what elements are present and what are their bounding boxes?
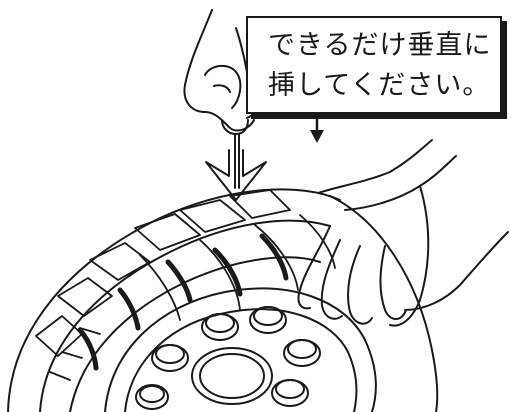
callout-arrow-icon [310, 110, 324, 143]
tire-tread [35, 189, 336, 381]
hand-icon [297, 139, 509, 327]
callout-text-line1: できるだけ垂直に [268, 30, 492, 61]
insert-direction-arrow [205, 149, 267, 201]
lug-nuts [135, 306, 321, 410]
repair-tool-icon [221, 119, 249, 189]
tire-outline [7, 188, 439, 412]
wheel-rim [104, 287, 377, 412]
instruction-callout: できるだけ垂直に 挿してください。 [246, 16, 502, 114]
callout-text-line2: 挿してください。 [268, 70, 491, 101]
